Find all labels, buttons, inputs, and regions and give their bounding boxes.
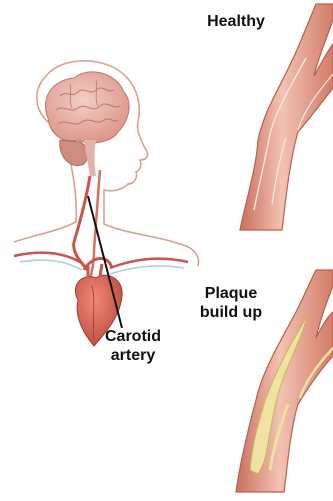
healthy-artery bbox=[240, 4, 333, 230]
carotid-artery-label: Carotid artery bbox=[97, 327, 169, 365]
brain bbox=[46, 72, 130, 176]
neck-vessels bbox=[14, 170, 188, 280]
plaque-build-up-label: Plaque build up bbox=[196, 284, 266, 322]
healthy-label: Healthy bbox=[196, 12, 276, 31]
